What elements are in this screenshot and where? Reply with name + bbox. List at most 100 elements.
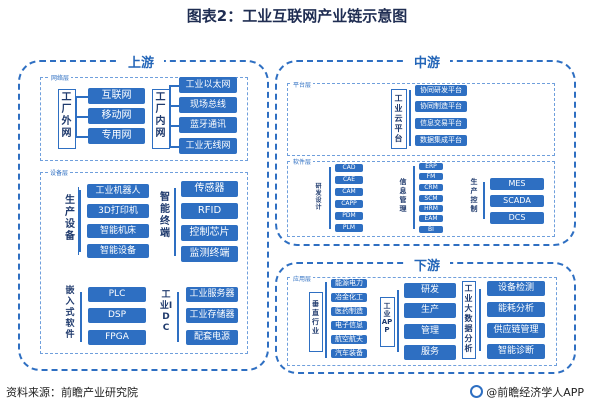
production-frame (60, 187, 79, 255)
app-item: 管理 (404, 324, 456, 339)
brand-text: @前瞻经济学人APP (486, 386, 584, 399)
app-frame (380, 297, 395, 347)
idc-tick (177, 292, 179, 342)
outer-tick-2 (75, 116, 88, 118)
bigdata-item: 供应链管理 (487, 323, 545, 338)
factory-inner-label: 工厂内网 (155, 92, 166, 139)
control-connector (483, 182, 485, 219)
embedded-label: 嵌入式软件 (65, 286, 75, 340)
app-label: 工业APP (381, 302, 393, 334)
design-label: 研发设计 (315, 183, 322, 211)
industry-item: 汽车装备 (331, 349, 367, 358)
application-layer-frame (287, 277, 557, 366)
idc-item: 配套电源 (186, 330, 238, 345)
device-layer-label: 设备层 (48, 168, 71, 177)
idc-item: 工业存储器 (186, 308, 238, 323)
production-item: 3D打印机 (87, 204, 149, 218)
design-item: CAD (335, 164, 363, 172)
cloud-connector (409, 90, 411, 146)
inner-tick-3 (169, 125, 179, 127)
platform-item: 信息交易平台 (415, 118, 467, 129)
embedded-item: FPGA (88, 330, 146, 345)
outer-tick-1 (75, 96, 88, 98)
outer-item: 互联网 (88, 88, 145, 104)
outer-tick-3 (75, 136, 88, 138)
inner-item: 现场总线 (179, 97, 237, 113)
control-item: SCADA (490, 195, 544, 207)
info-item: FM (419, 173, 443, 180)
industry-item: 能源电力 (331, 279, 367, 288)
control-label: 生产控制 (470, 178, 478, 213)
application-layer-label: 应用层 (291, 274, 314, 283)
info-item: ERP (419, 163, 443, 170)
production-item: 智能机床 (87, 224, 149, 238)
info-item: SCM (419, 195, 443, 202)
inner-connector (169, 85, 171, 147)
info-label: 信息管理 (399, 178, 407, 213)
cloud-frame (391, 89, 407, 149)
brand-logo-icon (470, 385, 484, 398)
platform-item: 协同制造平台 (415, 101, 467, 112)
app-connector (397, 290, 399, 352)
bigdata-item: 设备检测 (487, 281, 545, 296)
design-item: PLM (335, 224, 363, 232)
industry-item: 航空航天 (331, 335, 367, 344)
bigdata-item: 能耗分析 (487, 302, 545, 317)
design-connector (329, 167, 331, 229)
terminal-item: 传感器 (181, 181, 238, 197)
outer-item: 专用网 (88, 128, 145, 144)
midstream-title: 中游 (404, 52, 450, 71)
outer-item: 移动网 (88, 108, 145, 124)
emb-tick (80, 292, 82, 342)
bigdata-label: 工业大数据分析 (464, 284, 473, 353)
info-connector (413, 166, 415, 229)
industry-item: 电子信息 (331, 321, 367, 330)
term-tick (174, 188, 176, 256)
idc-label: 工业IDC (159, 290, 173, 333)
factory-outer-label: 工厂外网 (61, 92, 72, 139)
info-item: EAM (419, 215, 443, 222)
design-item: CAE (335, 176, 363, 184)
network-layer-label: 网络层 (49, 73, 72, 82)
industry-item: 冶金化工 (331, 293, 367, 302)
industry-item: 医药制造 (331, 307, 367, 316)
terminal-item: 监测终端 (181, 246, 238, 262)
software-layer-label: 软件层 (291, 157, 314, 166)
platform-item: 数据集成平台 (415, 135, 467, 146)
design-item: CAPP (335, 200, 363, 208)
info-item: CRM (419, 184, 443, 191)
info-item: BI (419, 226, 443, 233)
cloud-label: 工业云平台 (394, 94, 403, 143)
terminal-item: 控制芯片 (181, 225, 238, 241)
source-note: 资料来源：前瞻产业研究院 (6, 386, 138, 399)
platform-item: 协同研发平台 (415, 85, 467, 96)
brand-footer: @前瞻经济学人APP (470, 384, 584, 400)
app-item: 研发 (404, 283, 456, 298)
bigdata-frame (462, 281, 476, 359)
bigdata-item: 智能诊断 (487, 344, 545, 359)
chart-title: 图表2：工业互联网产业链示意图 (186, 7, 408, 25)
idc-item: 工业服务器 (186, 287, 238, 302)
control-item: MES (490, 178, 544, 190)
inner-item: 蓝牙通讯 (179, 117, 237, 133)
design-item: CAM (335, 188, 363, 196)
inner-tick-2 (169, 105, 179, 107)
inner-item: 工业无线网 (179, 138, 237, 154)
production-label: 生产设备 (65, 195, 75, 242)
inner-tick-1 (169, 85, 179, 87)
inner-tick-4 (169, 146, 179, 148)
platform-layer-frame (287, 83, 555, 156)
industry-label: 垂直行业 (312, 300, 319, 335)
app-item: 服务 (404, 345, 456, 360)
embedded-item: DSP (88, 308, 146, 323)
network-layer-frame (40, 77, 248, 161)
inner-item: 工业以太网 (179, 77, 237, 93)
industry-frame (309, 292, 323, 352)
bigdata-connector (479, 289, 481, 351)
terminal-item: RFID (181, 203, 238, 219)
production-item: 智能设备 (87, 244, 149, 258)
software-layer-frame (287, 161, 555, 237)
embedded-item: PLC (88, 287, 146, 302)
industry-connector (325, 282, 327, 358)
app-item: 生产 (404, 303, 456, 318)
